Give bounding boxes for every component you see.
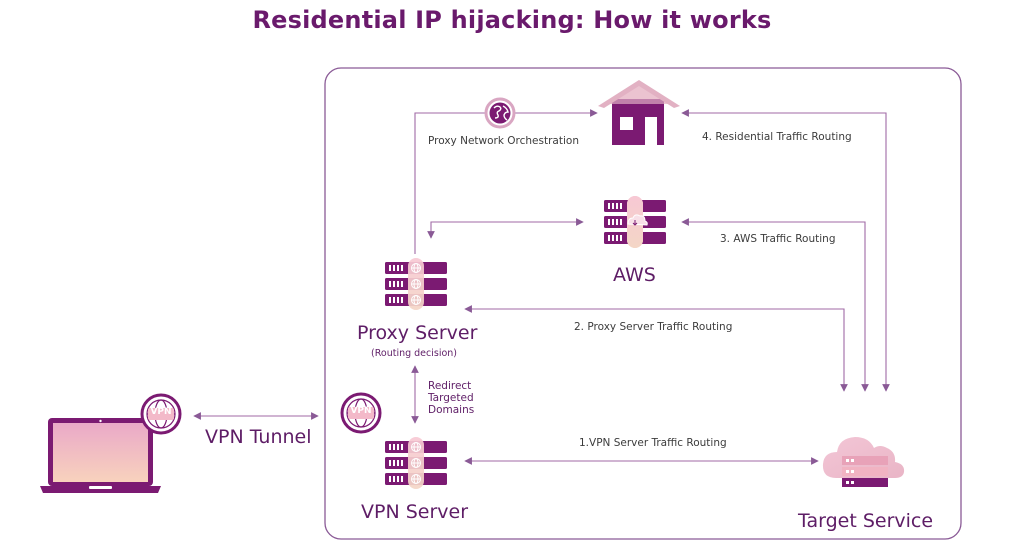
proxy-aws-arrow — [427, 218, 584, 239]
vpn-server-icon — [384, 436, 448, 490]
route4-label: 4. Residential Traffic Routing — [702, 131, 852, 143]
redirect-line-1: Redirect — [428, 380, 472, 392]
proxy-orchestration-arrow — [414, 109, 598, 254]
proxy-server-label: Proxy Server — [357, 322, 478, 344]
aws-server-icon — [603, 195, 667, 249]
target-cloud-icon — [822, 437, 905, 487]
route3-label: 3. AWS Traffic Routing — [720, 233, 836, 245]
laptop-vpn-badge-text: VPN — [150, 407, 172, 417]
redirect-line-2: Targeted — [428, 392, 474, 404]
page-title: Residential IP hijacking: How it works — [252, 6, 772, 34]
vpn-tunnel-label: VPN Tunnel — [205, 426, 312, 448]
target-service-label: Target Service — [798, 510, 934, 532]
redirect-line-3: Domains — [428, 404, 475, 416]
route1-label: 1.VPN Server Traffic Routing — [579, 437, 727, 449]
redirect-label: Redirect Targeted Domains — [428, 380, 474, 416]
globe-icon — [484, 97, 516, 129]
route4-arrow — [681, 109, 890, 392]
proxy-server-icon — [384, 257, 448, 311]
server-vpn-badge-text: VPN — [350, 406, 372, 416]
house-icon — [598, 80, 680, 145]
vpn-server-label: VPN Server — [361, 501, 469, 523]
proxy-orchestration-label: Proxy Network Orchestration — [428, 135, 579, 147]
proxy-server-sublabel: (Routing decision) — [371, 348, 458, 359]
network-frame — [324, 67, 962, 540]
laptop-icon — [40, 418, 161, 493]
aws-label: AWS — [613, 264, 656, 286]
route2-label: 2. Proxy Server Traffic Routing — [574, 321, 733, 333]
route3-arrow — [681, 218, 869, 392]
